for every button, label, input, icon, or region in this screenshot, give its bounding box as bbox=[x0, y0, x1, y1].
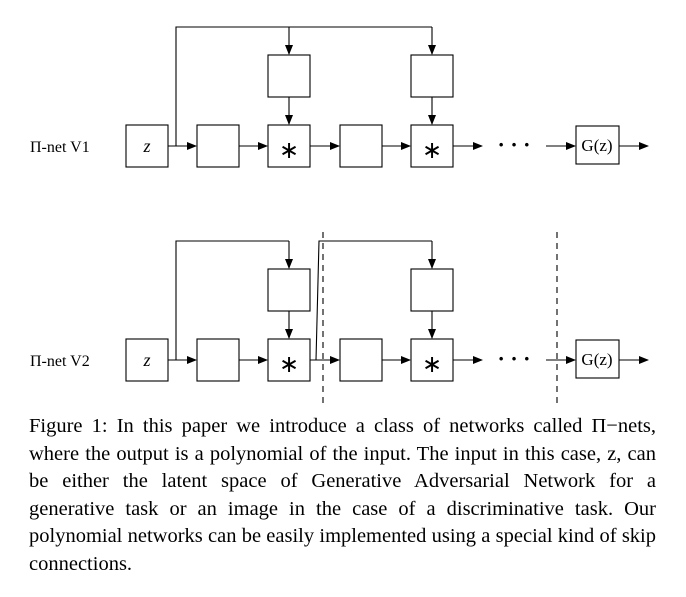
input-label: z bbox=[142, 136, 150, 156]
upper-box-3 bbox=[267, 268, 311, 312]
ellipsis-v2: · · · bbox=[497, 346, 530, 371]
row-v1-label: Π-net V1 bbox=[30, 139, 90, 156]
upper-box-2 bbox=[410, 54, 454, 98]
output-label-v2: G(z) bbox=[581, 350, 612, 369]
row-v2: Π-net V2 z ∗ ∗ G(z) · · · bbox=[30, 232, 649, 408]
layer-box-4 bbox=[339, 338, 383, 382]
layer-box-3 bbox=[196, 338, 240, 382]
layer-box-1 bbox=[196, 124, 240, 168]
input-box bbox=[125, 124, 169, 168]
row-v2-label: Π-net V2 bbox=[30, 353, 90, 370]
multiply-symbol-2: ∗ bbox=[422, 138, 442, 164]
output-box bbox=[575, 125, 620, 165]
row-v1: Π-net V1 z ∗ ∗ G(z) · · · bbox=[30, 26, 649, 168]
input-box-v2 bbox=[125, 338, 169, 382]
multiply-box-2 bbox=[410, 124, 454, 168]
figure-caption: Figure 1: In this paper we introduce a c… bbox=[29, 415, 656, 575]
pi-net-diagram: Π-net V1 z ∗ ∗ G(z) · · · Π-net V2 bbox=[30, 26, 649, 408]
ellipsis-v1: · · · bbox=[497, 132, 530, 157]
output-label: G(z) bbox=[581, 136, 612, 155]
skip-connection-v2-b bbox=[315, 240, 432, 361]
output-box-v2 bbox=[575, 339, 620, 379]
multiply-symbol-1: ∗ bbox=[279, 138, 299, 164]
input-label-v2: z bbox=[142, 350, 150, 370]
multiply-box-1 bbox=[267, 124, 311, 168]
upper-box-4 bbox=[410, 268, 454, 312]
multiply-box-3 bbox=[267, 338, 311, 382]
multiply-symbol-4: ∗ bbox=[422, 352, 442, 378]
multiply-symbol-3: ∗ bbox=[279, 352, 299, 378]
layer-box-2 bbox=[339, 124, 383, 168]
skip-connection-v2-a bbox=[175, 240, 289, 360]
upper-box-1 bbox=[267, 54, 311, 98]
multiply-box-4 bbox=[410, 338, 454, 382]
skip-connection-v1 bbox=[175, 26, 432, 146]
